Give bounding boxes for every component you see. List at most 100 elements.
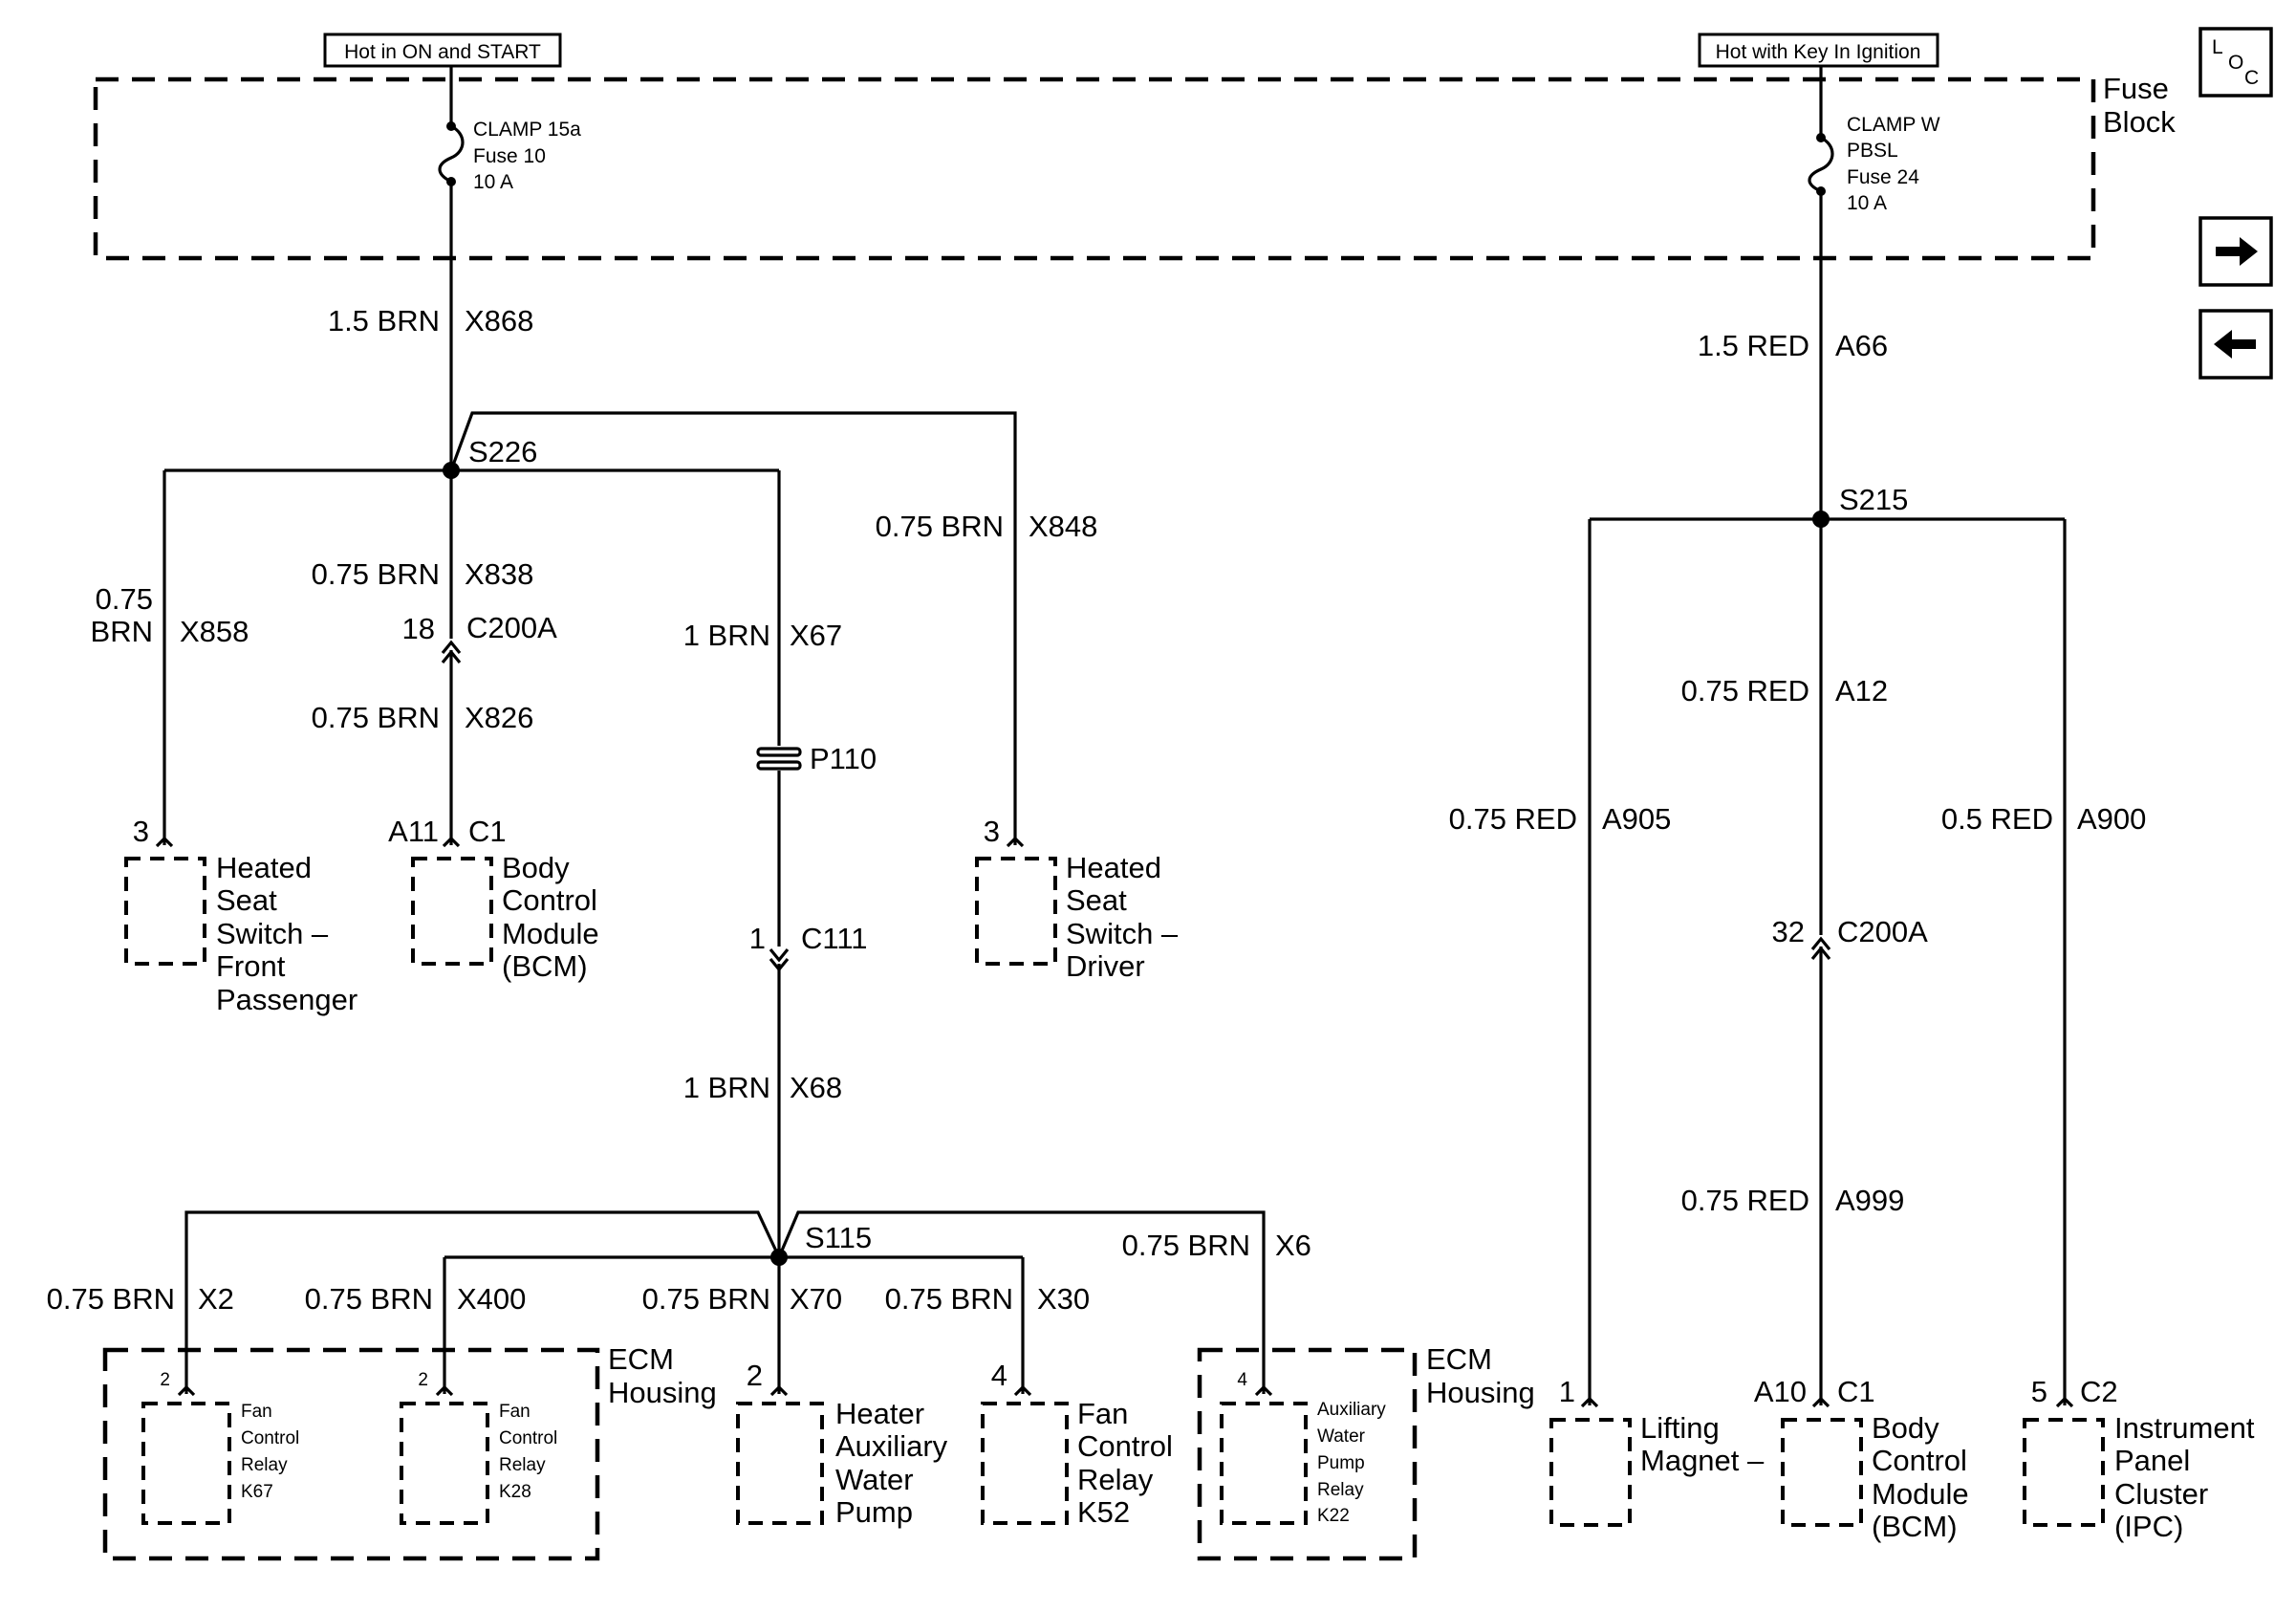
fuse-24-line-2: PBSL (1847, 140, 1898, 162)
wire-x838-circuit: X838 (465, 557, 533, 591)
previous-page-button[interactable] (2199, 309, 2273, 380)
heater-pump-box (736, 1402, 824, 1525)
loc-letter-o: O (2228, 52, 2243, 74)
seat-switch-driver-box (975, 857, 1057, 966)
connector-c200a-left-name: C200A (466, 611, 557, 644)
seat-passenger-name-2: Seat (216, 883, 277, 917)
seat-passenger-name-3: Switch – (216, 917, 329, 950)
wire-x30-size: 0.75 BRN (885, 1282, 1013, 1316)
connector-c111-pin: 1 (749, 922, 766, 955)
wire-a900-size: 0.5 RED (1941, 802, 2053, 836)
ecm-housing-right-box (1197, 1347, 1418, 1561)
wire-x30-circuit: X30 (1037, 1282, 1090, 1316)
connector-c200a-left-pin: 18 (402, 612, 435, 645)
relay-k22-pin: 4 (1237, 1370, 1247, 1390)
wire-a66-circuit: A66 (1835, 329, 1888, 362)
relay-k22-name-3: Pump (1317, 1453, 1365, 1473)
wire-a66-size: 1.5 RED (1698, 329, 1809, 362)
hot-with-key-label: Hot with Key In Ignition (1716, 41, 1921, 63)
wire-x858-circuit: X858 (180, 615, 249, 648)
wire-x67-circuit: X67 (790, 619, 842, 652)
wire-a905-circuit: A905 (1602, 802, 1671, 836)
loc-letter-c: C (2244, 67, 2259, 89)
wire-x838-size: 0.75 BRN (312, 557, 440, 591)
next-page-button[interactable] (2199, 216, 2273, 287)
ecm-housing-right-2: Housing (1426, 1376, 1535, 1409)
wire-x400-size: 0.75 BRN (305, 1282, 433, 1316)
wire-x6-size: 0.75 BRN (1122, 1229, 1250, 1262)
fuse-10-line-2: Fuse 10 (473, 145, 546, 167)
relay-k52-name-1: Fan (1077, 1397, 1128, 1430)
heater-pump-name-2: Auxiliary (835, 1429, 948, 1463)
connector-c200a-right-name: C200A (1837, 915, 1928, 948)
wire-x6 (777, 1210, 1266, 1394)
relay-k52-box (981, 1402, 1069, 1525)
wire-x868-size: 1.5 BRN (328, 304, 440, 337)
bcm-right-box (1781, 1418, 1863, 1527)
wire-a12-circuit: A12 (1835, 674, 1888, 708)
relay-k22-box (1220, 1402, 1308, 1525)
wire-a999-circuit: A999 (1835, 1184, 1904, 1217)
relay-k22-name-4: Relay (1317, 1480, 1364, 1500)
bcm-right-conn: C1 (1837, 1375, 1875, 1408)
ipc-pin: 5 (2031, 1375, 2047, 1408)
wire-x848 (449, 411, 1017, 845)
ipc-name-3: Cluster (2114, 1477, 2208, 1511)
splice-s226-label: S226 (468, 435, 537, 468)
relay-k28-name-2: Control (499, 1428, 557, 1448)
bcm-left-conn: C1 (468, 815, 507, 848)
fuse-10-symbol (438, 124, 465, 184)
connector-c200a-right-symbol (1810, 936, 1831, 951)
relay-k28-pin: 2 (418, 1370, 428, 1390)
ipc-name-2: Panel (2114, 1444, 2190, 1477)
relay-k28-name-1: Fan (499, 1402, 531, 1422)
seat-passenger-name-4: Front (216, 949, 286, 983)
fuse-24-line-4: 10 A (1847, 192, 1887, 214)
heater-pump-name-4: Pump (835, 1495, 913, 1529)
splice-s115-label: S115 (805, 1221, 872, 1254)
heater-pump-name-3: Water (835, 1463, 914, 1496)
fuse-10-line-3: 10 A (473, 171, 513, 193)
fuse-24-line-3: Fuse 24 (1847, 166, 1919, 188)
lifting-magnet-box (1549, 1418, 1632, 1527)
wire-x2-circuit: X2 (198, 1282, 234, 1316)
left-arrow-icon (2214, 330, 2256, 359)
lifting-magnet-pin: 1 (1559, 1375, 1575, 1408)
relay-k28-name-3: Relay (499, 1455, 546, 1475)
heater-pump-name-1: Heater (835, 1397, 924, 1430)
bcm-left-box (411, 857, 493, 966)
connector-c200a-right-pin: 32 (1772, 915, 1805, 948)
relay-k67-name-2: Control (241, 1428, 299, 1448)
connector-c111-symbol (769, 947, 790, 963)
relay-k67-pin: 2 (160, 1370, 170, 1390)
wire-x70-circuit: X70 (790, 1282, 842, 1316)
connector-c200a-left-symbol (441, 640, 462, 655)
wire-x400-circuit: X400 (457, 1282, 526, 1316)
seat-passenger-name-1: Heated (216, 851, 312, 884)
wire-a900-circuit: A900 (2077, 802, 2146, 836)
bcm-right-name-2: Control (1872, 1444, 1967, 1477)
wire-a12-size: 0.75 RED (1681, 674, 1809, 708)
connector-c111-name: C111 (801, 922, 868, 955)
relay-k52-name-3: Relay (1077, 1463, 1154, 1496)
relay-k22-name-5: K22 (1317, 1506, 1350, 1526)
right-arrow-icon (2216, 237, 2258, 266)
wire-x848-size: 0.75 BRN (876, 510, 1004, 543)
ecm-housing-right-1: ECM (1426, 1342, 1492, 1376)
lifting-magnet-name-1: Lifting (1640, 1411, 1720, 1445)
relay-k22-name-2: Water (1317, 1426, 1366, 1447)
seat-passenger-pin: 3 (133, 815, 149, 848)
wire-x2 (184, 1210, 781, 1394)
location-button[interactable]: L O C (2199, 27, 2273, 98)
fuse-block-label-1: Fuse (2103, 72, 2169, 105)
relay-k28-name-4: K28 (499, 1482, 531, 1502)
ecm-housing-left-box (102, 1347, 600, 1561)
bcm-left-name-2: Control (502, 883, 597, 917)
ipc-name-1: Instrument (2114, 1411, 2255, 1445)
wire-x68-size: 1 BRN (683, 1071, 770, 1104)
wire-x68-circuit: X68 (790, 1071, 842, 1104)
seat-driver-pin: 3 (984, 815, 1000, 848)
fuse-24-symbol (1808, 136, 1834, 193)
relay-k52-name-2: Control (1077, 1429, 1173, 1463)
wire-x868-circuit: X868 (465, 304, 533, 337)
